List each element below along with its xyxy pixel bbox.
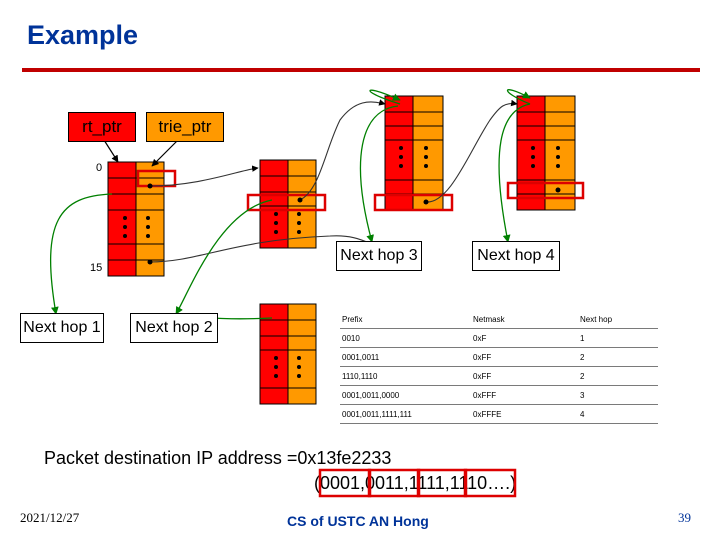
next-hop-cell: 1 <box>578 328 658 348</box>
netmask-cell: 0xFFFE <box>471 404 578 424</box>
column-header: Next hop <box>578 310 658 329</box>
rt-ptr-box: rt_ptr <box>68 112 136 142</box>
next-hop-cell: 4 <box>578 404 658 424</box>
table-row: 0001,0011,0000 0xFFF 3 <box>340 385 658 405</box>
pointer-arrows <box>103 139 179 167</box>
column-header: Prefix <box>340 310 471 329</box>
ellipsis-dots <box>531 146 560 168</box>
highlight-box <box>506 181 585 200</box>
bit-highlight-box <box>416 468 468 498</box>
next-hop-3: Next hop 3 <box>336 241 422 271</box>
trie-node-level1 <box>107 161 165 277</box>
trie-node-level3 <box>384 95 444 211</box>
ellipsis-dots <box>274 212 301 234</box>
trie-node-level2 <box>259 159 317 249</box>
trie-ptr-label: trie_ptr <box>158 117 212 136</box>
prefix-cell: 0001,0011,1111,111 <box>340 404 471 424</box>
next-hop-cell: 2 <box>578 366 658 386</box>
prefix-cell: 1110,1110 <box>340 366 471 386</box>
trie-node-lower <box>259 303 317 405</box>
prefix-cell: 0001,0011 <box>340 347 471 367</box>
page-number: 39 <box>678 510 691 525</box>
table-row: 0010 0xF 1 <box>340 328 658 348</box>
node-orange-column <box>135 161 165 277</box>
next-hop-2: Next hop 2 <box>130 313 218 343</box>
trie-ptr-box: trie_ptr <box>146 112 224 142</box>
table-header-row: Prefix Netmask Next hop <box>340 310 658 329</box>
bit-highlight-box <box>463 468 517 498</box>
ellipsis-dots <box>123 216 150 238</box>
next-hop-arrows <box>49 89 531 320</box>
table-row: 0001,0011,1111,111 0xFFFE 4 <box>340 404 658 424</box>
highlight-box <box>246 193 327 212</box>
prefix-cell: 0001,0011,0000 <box>340 385 471 405</box>
slide-date: 2021/12/27 <box>20 510 80 525</box>
next-hop-1: Next hop 1 <box>20 313 104 343</box>
rt-ptr-arrow <box>103 139 119 163</box>
ellipsis-dots <box>399 146 428 168</box>
bit-highlight-box <box>367 468 421 498</box>
netmask-cell: 0xFF <box>471 347 578 367</box>
rt-ptr-label: rt_ptr <box>82 117 122 136</box>
next-hop-cell: 2 <box>578 347 658 367</box>
index-bottom-label: 15 <box>90 262 103 274</box>
ellipsis-dots <box>274 356 301 378</box>
packet-address-label: Packet destination IP address =0x13fe223… <box>44 448 392 468</box>
prefix-cell: 0010 <box>340 328 471 348</box>
trie-node-level4 <box>516 95 576 211</box>
table-row: 1110,1110 0xFF 2 <box>340 366 658 386</box>
node-red-column <box>107 161 137 277</box>
slide-footer: CS of USTC AN Hong <box>287 513 429 529</box>
bit-highlight-box <box>318 468 372 498</box>
pointer-dots <box>147 183 561 265</box>
table-row: 0001,0011 0xFF 2 <box>340 347 658 367</box>
highlight-box <box>373 193 454 212</box>
trie-ptr-arrow <box>151 139 179 167</box>
netmask-cell: 0xF <box>471 328 578 348</box>
routing-table: Prefix Netmask Next hop 0010 0xF 1 0001,… <box>340 310 658 424</box>
next-hop-4: Next hop 4 <box>472 241 560 271</box>
slide-title: Example <box>27 20 139 50</box>
next-hop-cell: 3 <box>578 385 658 405</box>
netmask-cell: 0xFFF <box>471 385 578 405</box>
title-rule <box>22 68 700 72</box>
column-header: Netmask <box>471 310 578 329</box>
index-top-label: 0 <box>96 162 103 174</box>
netmask-cell: 0xFF <box>471 366 578 386</box>
